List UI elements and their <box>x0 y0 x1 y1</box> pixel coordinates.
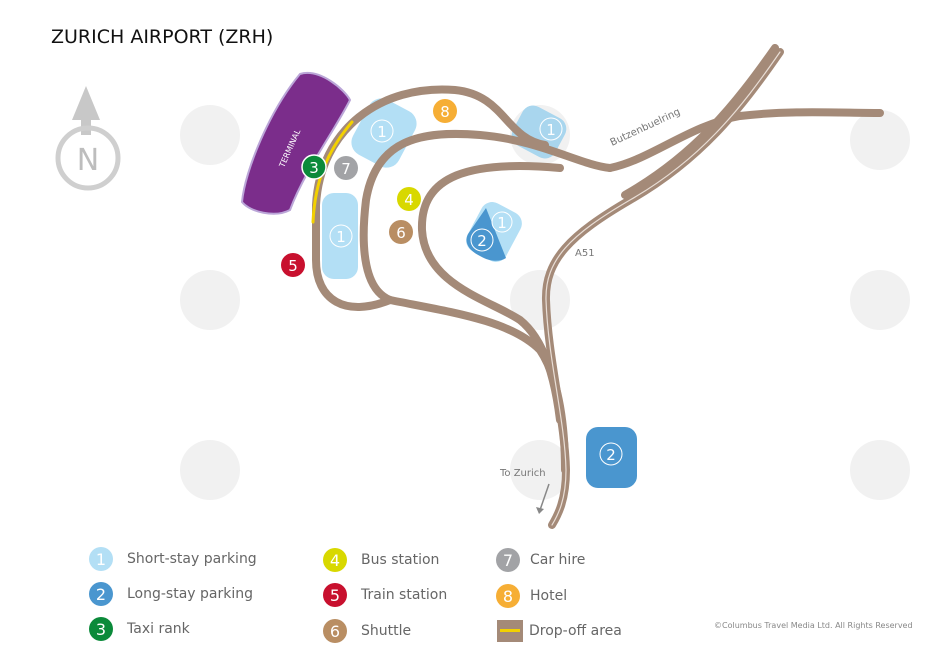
drop-off-icon <box>497 620 523 642</box>
svg-text:N: N <box>77 143 99 178</box>
marker-short-stay[interactable]: 1 <box>491 211 513 233</box>
marker-car-hire[interactable]: 7 <box>334 156 358 180</box>
long-stay-parking-area <box>466 208 506 261</box>
marker-short-stay[interactable]: 1 <box>539 117 563 141</box>
roads <box>311 44 884 529</box>
marker-taxi-rank[interactable]: 3 <box>301 154 327 180</box>
svg-text:2: 2 <box>606 446 616 464</box>
north-arrow-icon: N <box>55 86 121 191</box>
marker-short-stay[interactable]: 1 <box>329 224 353 248</box>
marker-train-station[interactable]: 5 <box>281 253 305 277</box>
svg-text:8: 8 <box>440 103 450 121</box>
svg-text:5: 5 <box>288 257 298 275</box>
svg-text:2: 2 <box>477 232 487 250</box>
svg-text:1: 1 <box>497 214 507 232</box>
marker-shuttle[interactable]: 6 <box>389 220 413 244</box>
svg-text:1: 1 <box>377 123 387 141</box>
marker-bus-station[interactable]: 4 <box>397 187 421 211</box>
map-title: ZURICH AIRPORT (ZRH) <box>51 26 274 48</box>
copyright: ©Columbus Travel Media Ltd. All Rights R… <box>714 621 913 630</box>
long-stay-parking-area <box>586 427 637 488</box>
svg-text:1: 1 <box>546 121 556 139</box>
svg-text:7: 7 <box>341 160 351 178</box>
arrow-to-zurich-icon <box>536 483 550 514</box>
legend-item-drop-off: Drop-off area <box>497 620 622 642</box>
marker-hotel[interactable]: 8 <box>433 99 457 123</box>
terminal-building: TERMINAL <box>240 71 352 215</box>
svg-text:4: 4 <box>404 191 414 209</box>
road-label-a51: A51 <box>575 248 595 259</box>
svg-text:6: 6 <box>396 224 406 242</box>
marker-long-stay[interactable]: 2 <box>599 442 623 466</box>
road-label-to-zurich: To Zurich <box>499 468 546 479</box>
svg-text:3: 3 <box>309 159 319 177</box>
marker-short-stay[interactable]: 1 <box>370 119 394 143</box>
marker-long-stay[interactable]: 2 <box>470 228 494 252</box>
svg-text:1: 1 <box>336 228 346 246</box>
